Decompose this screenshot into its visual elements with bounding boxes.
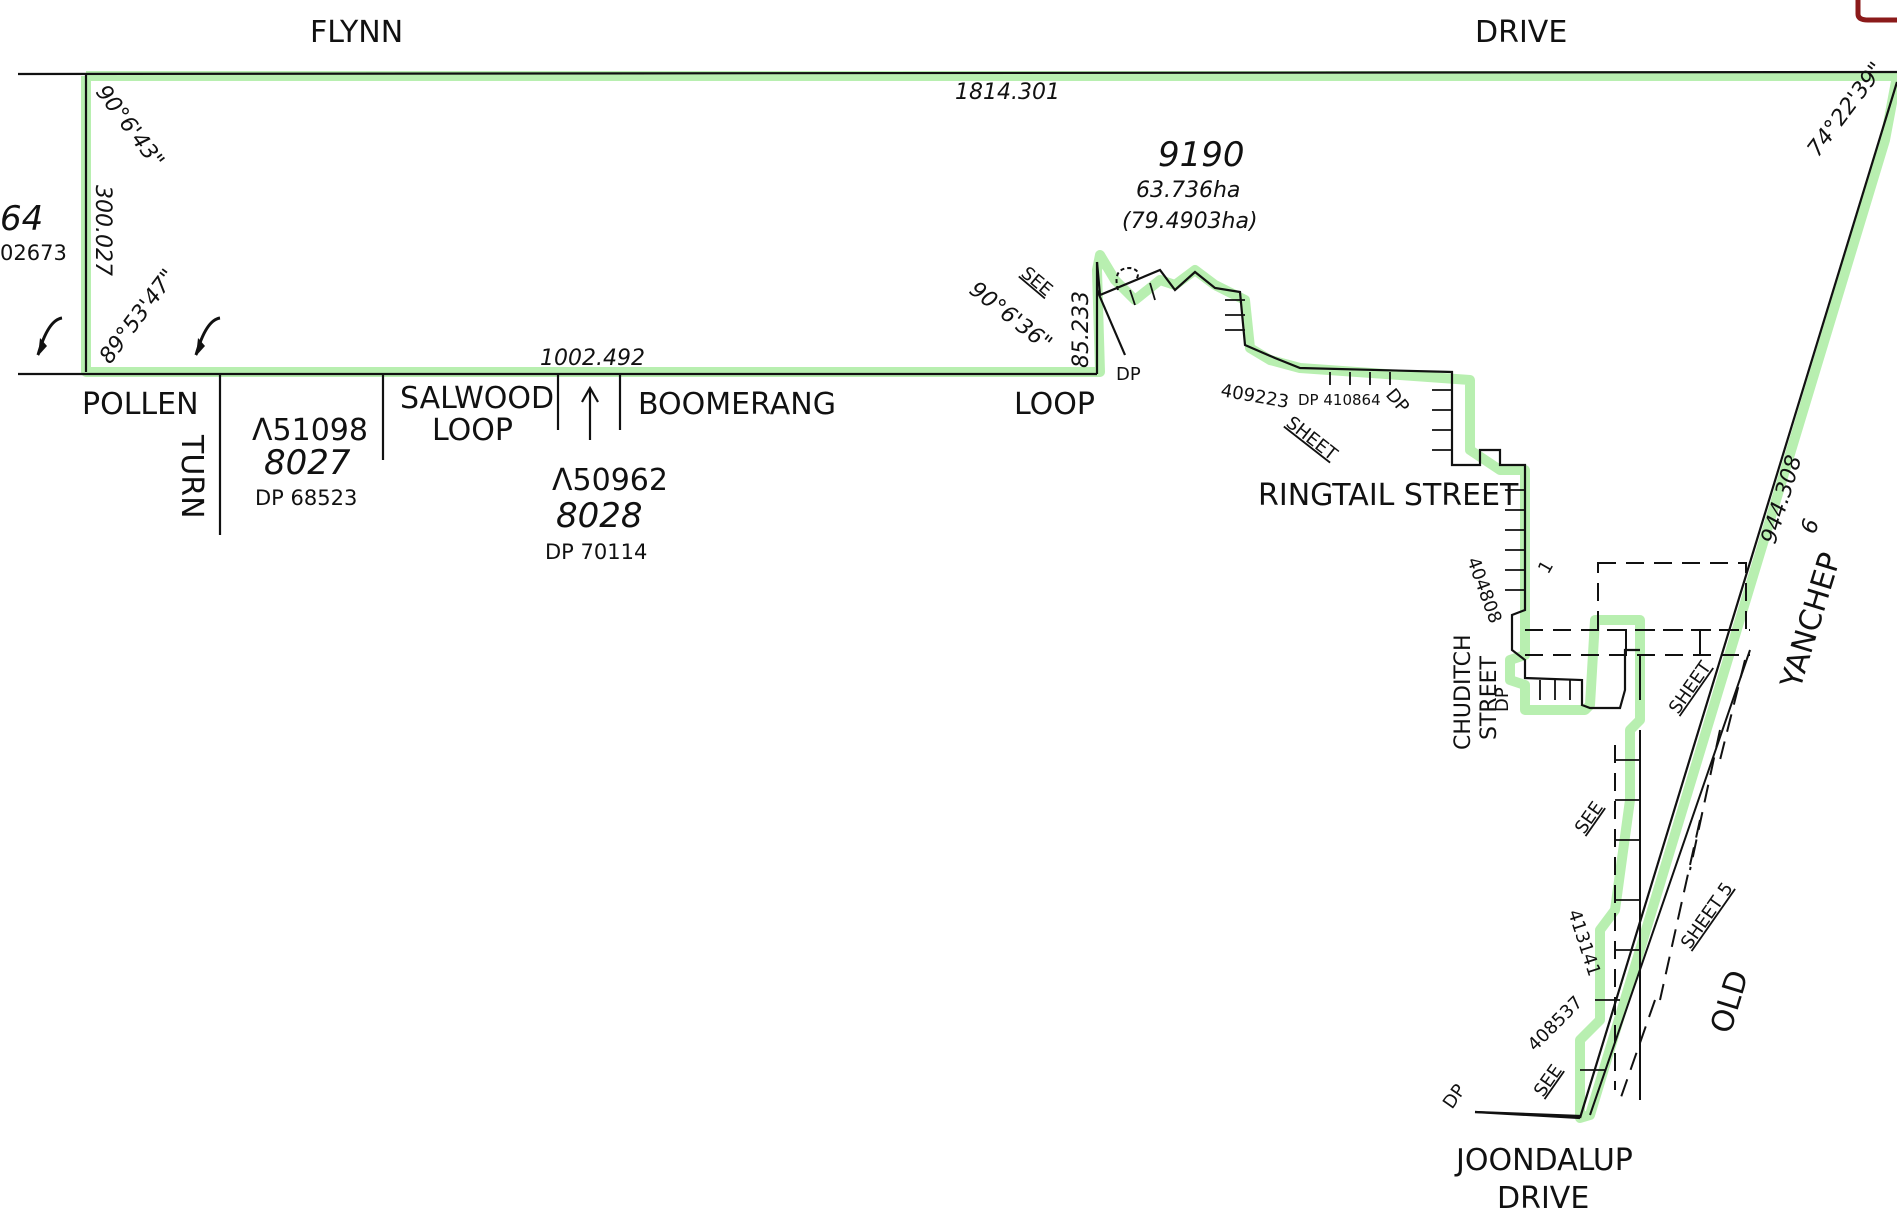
road-old: OLD [1704, 966, 1756, 1037]
ref-dp-410864: DP 410864 [1298, 391, 1381, 409]
ref-dp-small: DP [1381, 385, 1413, 418]
notch-curl [1115, 266, 1139, 291]
ref-sheet-5: SHEET 5 [1677, 879, 1738, 953]
road-chuditch-2: STREET [1477, 656, 1502, 740]
road-loop: LOOP [1014, 387, 1095, 422]
lot-8027-ref: Λ51098 [252, 413, 368, 448]
lot-8027-dp: DP 68523 [255, 486, 357, 510]
ref-see-3: SEE [1530, 1061, 1567, 1101]
ref-dp-1: DP [1116, 364, 1141, 385]
ref-sheet-1: SHEET [1282, 412, 1342, 465]
dim-east-tick: 6 [1797, 516, 1825, 537]
detail-lines [1589, 630, 1751, 1116]
easement-lines [1525, 562, 1750, 1101]
dim-top: 1814.301 [955, 80, 1060, 105]
road-salwood-1: SALWOOD [400, 381, 554, 416]
lot-boundary [17, 70, 1897, 1120]
lot-8028-number: 8028 [556, 496, 643, 536]
angle-top-left: 90°6'43" [90, 81, 168, 174]
dim-short: 85.233 [1069, 291, 1094, 368]
dim-bottom: 1002.492 [540, 346, 645, 371]
lot-8028-dp: DP 70114 [545, 540, 647, 564]
ref-see-1: SEE [1017, 263, 1057, 301]
ref-dp-404808: 404808 [1462, 555, 1505, 627]
road-salwood-2: LOOP [432, 413, 513, 448]
road-ringtail: RINGTAIL STREET [1258, 478, 1519, 513]
ref-dp-3: DP [1439, 1080, 1470, 1112]
lot-area: 63.736ha [1136, 178, 1240, 203]
curve-symbol-left [38, 338, 47, 356]
road-turn: TURN [174, 434, 209, 519]
angle-bottom-left: 89°53'47" [95, 265, 182, 369]
road-flynn: FLYNN [310, 15, 403, 50]
dim-left: 300.027 [90, 185, 115, 276]
curve-symbol-mid [196, 338, 205, 356]
dim-east: 944.308 [1757, 452, 1808, 546]
lot-number-9190: 9190 [1158, 135, 1245, 175]
road-boomerang: BOOMERANG [638, 387, 836, 422]
boundary-ticks [1129, 282, 1640, 1071]
road-drive-top: DRIVE [1475, 15, 1567, 50]
road-yanchep: YANCHEP [1774, 549, 1849, 694]
lot-boundary-highlight [81, 71, 1897, 1123]
lot-8028-ref: Λ50962 [552, 463, 668, 498]
ref-see-2: SEE [1571, 798, 1608, 838]
road-pollen: POLLEN [82, 387, 199, 422]
road-chuditch-1: CHUDITCH [1451, 635, 1476, 751]
ref-dp-2: DP [1492, 687, 1513, 712]
left-lot-dp: 02673 [0, 241, 67, 265]
ref-mark-1: 1 [1534, 557, 1558, 577]
lot-area-total: (79.4903ha) [1122, 209, 1258, 234]
ref-dp-409223: 409223 [1219, 380, 1290, 413]
lot-8027-number: 8027 [264, 443, 351, 483]
corner-mark [1855, 0, 1897, 23]
left-lot-number: 64 [0, 199, 43, 239]
road-joondalup-1: JOONDALUP [1454, 1143, 1633, 1178]
road-joondalup-2: DRIVE [1497, 1181, 1589, 1216]
